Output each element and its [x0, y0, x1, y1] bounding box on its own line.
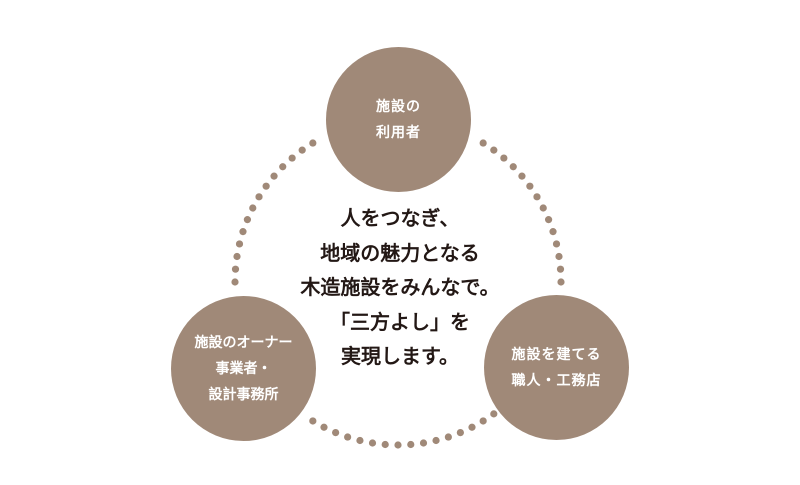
ring-dot	[533, 193, 541, 201]
ring-dot	[500, 154, 508, 162]
ring-dot	[320, 423, 328, 431]
ring-dot	[419, 439, 428, 447]
ring-dot	[479, 139, 487, 147]
ring-dot	[555, 252, 563, 261]
ring-dot	[298, 146, 306, 154]
ring-dot	[490, 146, 498, 154]
ring-dot	[381, 440, 389, 449]
node-facility-owners: 施設のオーナー 事業者・ 設計事務所	[171, 296, 316, 441]
message-line: 人をつなぎ、	[340, 206, 460, 230]
node-label-line: 施設を建てる	[511, 346, 602, 363]
ring-dot	[332, 428, 340, 437]
ring-dot	[243, 216, 252, 224]
message-line: 木造施設をみんなで。	[300, 275, 500, 299]
node-builders: 施設を建てる 職人・工務店	[484, 295, 629, 440]
ring-dot	[556, 265, 565, 273]
ring-dot	[539, 204, 547, 212]
ring-dot	[356, 436, 364, 445]
ring-dot	[368, 439, 377, 447]
ring-dot	[432, 436, 440, 445]
ring-dot	[444, 433, 452, 441]
message-line: 実現します。	[341, 344, 459, 368]
ring-dot	[456, 428, 464, 437]
ring-dot	[249, 204, 257, 212]
ring-dot	[394, 441, 402, 449]
ring-dot	[309, 139, 317, 147]
ring-dot	[407, 440, 415, 449]
node-facility-users: 施設の 利用者	[326, 47, 471, 192]
ring-dot	[239, 228, 247, 236]
ring-dot	[231, 265, 240, 273]
ring-dot	[509, 163, 517, 171]
ring-dot	[231, 278, 239, 286]
node-label-line: 事業者・	[215, 360, 272, 377]
ring-dot	[479, 417, 487, 425]
node-label-line: 施設の	[376, 98, 421, 115]
center-message: 人をつなぎ、 地域の魅力となる 木造施設をみんなで。 「三方よし」を 実現します…	[250, 201, 550, 374]
ring-dot	[255, 193, 263, 201]
node-label-line: 職人・工務店	[511, 372, 602, 389]
ring-dot	[518, 172, 526, 180]
node-label-line: 施設のオーナー	[194, 334, 293, 351]
ring-dot	[235, 240, 244, 248]
ring-dot	[233, 252, 241, 261]
node-label-line: 設計事務所	[208, 386, 279, 403]
ring-dot	[288, 154, 296, 162]
ring-dot	[468, 423, 476, 431]
ring-dot	[552, 240, 561, 248]
ring-dot	[344, 433, 352, 441]
ring-dot	[549, 228, 557, 236]
ring-dot	[557, 278, 565, 286]
ring-dot	[262, 182, 270, 190]
ring-dot	[270, 172, 278, 180]
ring-dot	[309, 417, 317, 425]
message-line: 「三方よし」を	[330, 309, 470, 334]
node-label-line: 利用者	[376, 124, 421, 141]
ring-dot	[490, 410, 498, 418]
ring-dot	[526, 182, 534, 190]
ring-dot	[544, 216, 553, 224]
message-line: 地域の魅力となる	[320, 240, 480, 265]
ring-dot	[279, 163, 287, 171]
